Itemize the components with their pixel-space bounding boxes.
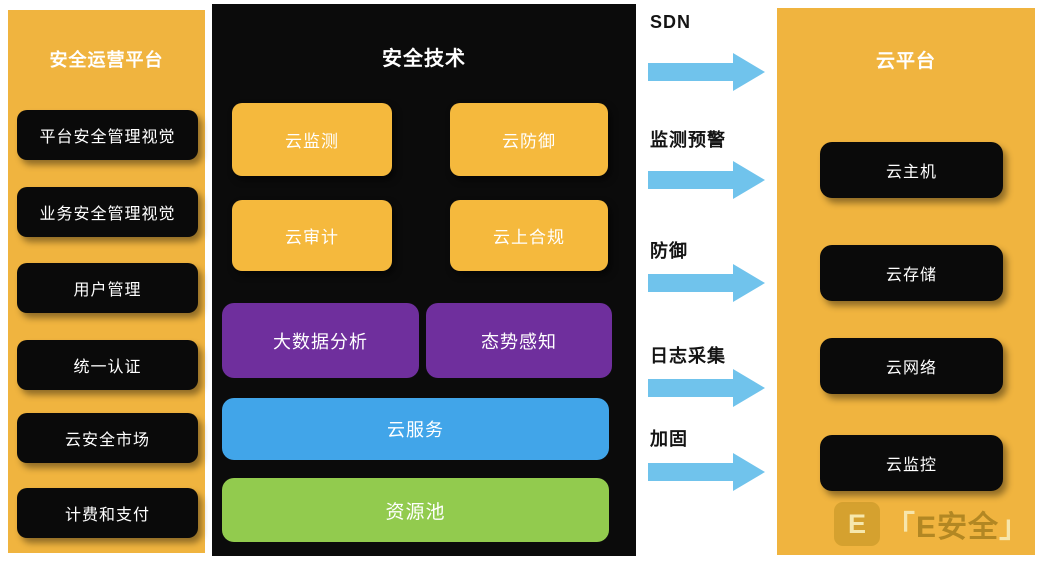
e-security-watermark: E 「E安全」 bbox=[834, 502, 1030, 546]
node-unified-authentication: 统一认证 bbox=[17, 340, 198, 390]
logo-bracket-close: 」 bbox=[999, 511, 1031, 544]
node-cloud-host: 云主机 bbox=[820, 142, 1003, 198]
security-operations-panel: 安全运营平台 平台安全管理视觉 业务安全管理视觉 用户管理 统一认证 云安全市场… bbox=[8, 10, 205, 553]
arrow-right-icon bbox=[648, 368, 766, 408]
logo-bracket-open: 「 bbox=[885, 511, 916, 544]
security-technology-panel: 安全技术 云监测 云防御 云审计 云上合规 大数据分析 态势感知 云服务 资源池 bbox=[212, 4, 636, 556]
node-cloud-network: 云网络 bbox=[820, 338, 1003, 394]
node-situational-awareness: 态势感知 bbox=[426, 303, 612, 378]
node-cloud-audit: 云审计 bbox=[232, 200, 392, 271]
arrow-right-icon bbox=[648, 452, 766, 492]
arrow-right-icon bbox=[648, 263, 766, 303]
node-cloud-compliance: 云上合规 bbox=[450, 200, 608, 271]
flow-label-sdn: SDN bbox=[650, 12, 692, 32]
e-security-logo-icon: E bbox=[834, 502, 880, 546]
arrow-right-icon bbox=[648, 52, 766, 92]
node-cloud-monitoring: 云监测 bbox=[232, 103, 392, 176]
node-business-security-view: 业务安全管理视觉 bbox=[17, 187, 198, 237]
arrow-right-icon bbox=[648, 160, 766, 200]
node-platform-security-view: 平台安全管理视觉 bbox=[17, 110, 198, 160]
cloud-platform-title: 云平台 bbox=[875, 51, 936, 72]
node-cloud-services: 云服务 bbox=[222, 398, 609, 460]
node-cloud-defense: 云防御 bbox=[450, 103, 608, 176]
node-cloud-monitor: 云监控 bbox=[820, 435, 1003, 491]
node-cloud-security-market: 云安全市场 bbox=[17, 413, 198, 463]
security-technology-title: 安全技术 bbox=[382, 48, 466, 70]
e-security-logo-text: 「E安全」 bbox=[885, 502, 1030, 546]
node-cloud-storage: 云存储 bbox=[820, 245, 1003, 301]
flow-label-defense: 防御 bbox=[650, 241, 688, 261]
cloud-platform-panel: 云平台 云主机 云存储 云网络 云监控 bbox=[777, 8, 1035, 555]
flow-label-log-collection: 日志采集 bbox=[650, 346, 726, 366]
node-user-management: 用户管理 bbox=[17, 263, 198, 313]
node-big-data-analysis: 大数据分析 bbox=[222, 303, 419, 378]
flow-label-hardening: 加固 bbox=[650, 429, 688, 449]
security-operations-title: 安全运营平台 bbox=[49, 50, 164, 70]
flow-label-monitoring-warning: 监测预警 bbox=[650, 130, 726, 150]
node-billing-payment: 计费和支付 bbox=[17, 488, 198, 538]
node-resource-pool: 资源池 bbox=[222, 478, 609, 542]
logo-name: E安全 bbox=[916, 511, 1000, 544]
